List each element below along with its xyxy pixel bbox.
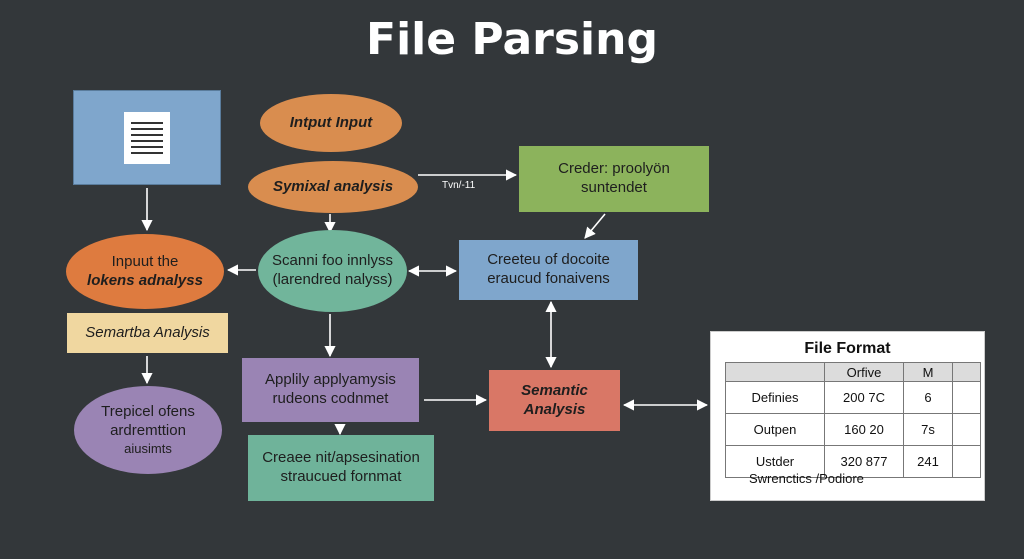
node-apply-line1: Applily applyamysis (265, 371, 396, 389)
table-cell: 160 20 (824, 413, 904, 446)
node-trepicel-line3: aiusimts (124, 440, 172, 456)
node-trepicel: Trepicel ofens ardremttion aiusimts (74, 386, 222, 474)
document-box (73, 90, 221, 185)
node-scan-line1: Scanni foo innlyss (272, 252, 393, 270)
table-cell: 7s (903, 413, 953, 446)
node-create-structured-line2: straucued fornmat (280, 468, 402, 485)
node-input-tokens: Inpuut the lokens adnalyss (66, 234, 224, 309)
file-format-table: Orfive M Definies 200 7C 6 Outpen 160 20… (725, 362, 981, 478)
table-cell: Ustder (725, 445, 825, 478)
file-format-footer: Swrenctics /Podiore (749, 471, 864, 486)
node-input-tokens-line1: Inpuut the (111, 252, 179, 270)
table-cell: 6 (903, 381, 953, 414)
document-icon (124, 111, 170, 164)
node-apply-line2: rudeons codnmet (272, 390, 389, 407)
node-create-structured: Creaee nit/apsesination straucued fornma… (248, 435, 434, 501)
table-header-row: Orfive M (725, 362, 981, 382)
table-cell: 241 (903, 445, 953, 478)
node-creder: Creder: proolyön suntendet (519, 146, 709, 212)
node-createu: Creeteu of docoite eraucud fonaivens (459, 240, 638, 300)
node-createu-line2: eraucud fonaivens (487, 270, 610, 287)
node-input-input-label: Intput Input (289, 113, 373, 131)
table-row: Definies 200 7C 6 (725, 381, 981, 414)
table-cell: Definies (725, 381, 825, 414)
file-format-title: File Format (804, 340, 891, 357)
node-creder-line1: Creder: proolyön (558, 160, 670, 178)
node-trepicel-line2: ardremttion (110, 421, 186, 439)
diagram-title: File Parsing (366, 14, 658, 65)
table-header-cell (725, 362, 825, 382)
node-symixal-analysis: Symixal analysis (248, 161, 418, 213)
node-creder-line2: suntendet (581, 179, 647, 196)
table-cell: Outpen (725, 413, 825, 446)
file-format-panel: File Format Orfive M Definies 200 7C 6 O… (710, 331, 985, 501)
node-symixal-analysis-label: Symixal analysis (272, 177, 394, 195)
node-semantic-analysis-left: Semartba Analysis (67, 313, 228, 353)
arrow-creder-to-createu (584, 213, 606, 239)
node-semantic-center-line2: Analysis (523, 400, 586, 418)
node-create-structured-line1: Creaee nit/apsesination (262, 449, 420, 467)
node-input-tokens-line2: lokens adnalyss (87, 271, 203, 289)
node-scan-line2: (larendred nalyss) (272, 271, 393, 288)
table-header-cell: M (903, 362, 953, 382)
node-input-input: Intput Input (260, 94, 402, 152)
table-cell: 200 7C (824, 381, 904, 414)
table-header-cell (952, 362, 981, 382)
node-semantic-center-line1: Semantic (521, 381, 588, 399)
table-header-cell: Orfive (824, 362, 904, 382)
node-trepicel-line1: Trepicel ofens (101, 403, 195, 421)
table-cell (952, 445, 981, 478)
table-cell (952, 413, 981, 446)
node-createu-line1: Creeteu of docoite (487, 251, 610, 269)
table-cell (952, 381, 981, 414)
table-row: Outpen 160 20 7s (725, 413, 981, 446)
node-apply: Applily applyamysis rudeons codnmet (242, 358, 419, 422)
node-semantic-analysis-center: Semantic Analysis (489, 370, 620, 431)
edge-label: Tvn/-11 (442, 180, 476, 191)
node-semantic-analysis-left-label: Semartba Analysis (85, 323, 210, 341)
table-row: Ustder 320 877 241 (725, 445, 981, 478)
node-scan: Scanni foo innlyss (larendred nalyss) (258, 230, 407, 312)
